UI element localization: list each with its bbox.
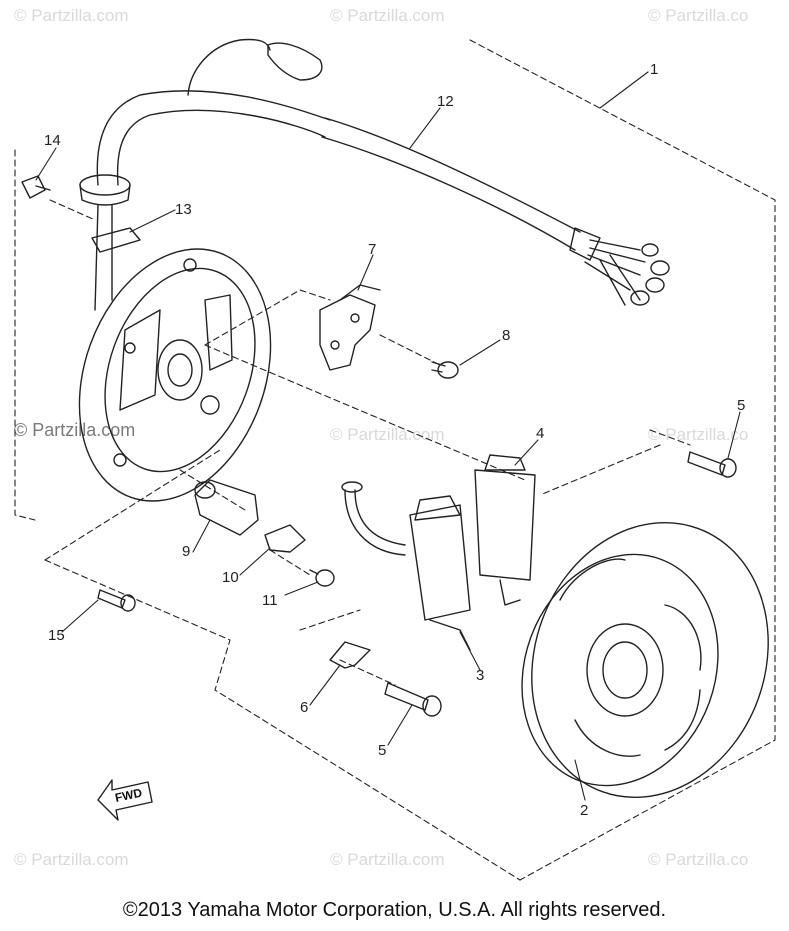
callout-12: 12	[437, 93, 454, 110]
condenser	[194, 479, 259, 536]
callout-14: 14	[44, 132, 61, 149]
callout-5-bottom: 5	[378, 742, 386, 759]
bracket-6	[329, 641, 371, 669]
callout-11: 11	[262, 592, 278, 609]
watermark-bottom-right: © Partzilla.co	[648, 850, 749, 869]
leader-lines	[35, 71, 741, 801]
terminal	[264, 524, 306, 553]
screw-5-bottom	[384, 682, 442, 717]
callout-10: 10	[222, 569, 239, 586]
screw-11	[309, 569, 335, 587]
stator-plate	[78, 248, 272, 502]
callout-labels: 1 12 14 13 7 8 5 4 9 10 11 15 3 6 5 2 FW…	[44, 61, 745, 819]
coil-assembly	[341, 454, 536, 651]
screw-5-top	[687, 451, 737, 478]
callout-8: 8	[502, 327, 510, 344]
callout-4: 4	[536, 425, 544, 442]
watermark-top-right: © Partzilla.co	[648, 6, 749, 25]
flywheel	[521, 521, 769, 799]
callout-15: 15	[48, 627, 65, 644]
screw-8	[431, 361, 459, 379]
screw-14	[21, 175, 51, 199]
watermark-mid-center: © Partzilla.com	[330, 425, 445, 444]
callout-9: 9	[182, 543, 190, 560]
callout-3: 3	[476, 667, 484, 684]
fwd-arrow	[97, 779, 153, 821]
copyright-notice: ©2013 Yamaha Motor Corporation, U.S.A. A…	[122, 899, 667, 921]
watermark-top-center: © Partzilla.com	[330, 6, 445, 25]
callout-7: 7	[368, 241, 376, 258]
contact-breaker	[319, 284, 381, 371]
screw-15	[97, 589, 136, 612]
watermark-top-left: © Partzilla.com	[14, 6, 129, 25]
assembly-outline	[14, 39, 776, 881]
callout-1: 1	[650, 61, 658, 78]
watermark-bottom-left: © Partzilla.com	[14, 850, 129, 869]
watermark-mid-right: © Partzilla.co	[648, 425, 749, 444]
clamp	[91, 227, 141, 253]
callout-13: 13	[175, 201, 192, 218]
callout-2: 2	[580, 802, 588, 819]
watermark-bottom-center: © Partzilla.com	[330, 850, 445, 869]
watermark-mid-left: © Partzilla.com	[14, 420, 136, 440]
callout-6: 6	[300, 699, 308, 716]
fwd-label: FWD	[114, 785, 144, 804]
callout-5-top: 5	[737, 397, 745, 414]
wire-harness	[79, 38, 670, 311]
